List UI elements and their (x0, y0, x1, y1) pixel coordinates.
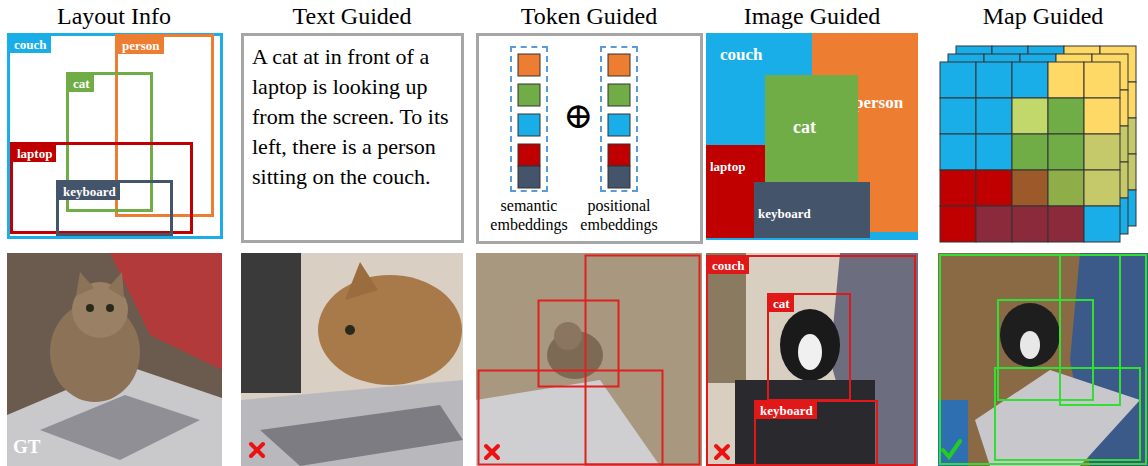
map-guided-photo (938, 253, 1148, 466)
class-label: couch (708, 257, 749, 274)
class-label: cat (69, 75, 94, 92)
cross-mark (251, 444, 728, 458)
bbox: keyboard (56, 180, 173, 236)
embedding-label: semantic embeddings (474, 196, 584, 234)
description-text: A cat at in front of a laptop is looking… (252, 42, 453, 192)
region-fill: keyboard (754, 182, 870, 238)
check-mark (943, 441, 960, 457)
operator-symbol: ⊕ (563, 96, 593, 136)
class-label: cat (793, 117, 816, 138)
embedding-box: positional embeddings (600, 46, 638, 192)
class-label: laptop (710, 159, 745, 175)
image-tag: GT (13, 436, 40, 458)
column-header: Map Guided (983, 0, 1104, 32)
column-header: Text Guided (293, 0, 412, 32)
gt-photo (7, 253, 222, 466)
bbox: cat (767, 293, 851, 401)
column-header: Token Guided (521, 0, 657, 32)
text-box: A cat at in front of a laptop is looking… (241, 33, 464, 243)
bbox: person (115, 34, 214, 217)
feature-map (940, 46, 1136, 242)
class-label: person (854, 93, 903, 113)
bbox: couch (706, 255, 916, 466)
class-label: keyboard (758, 206, 811, 222)
column-header: Image Guided (744, 0, 881, 32)
embedding-box: semantic embeddings (510, 46, 548, 192)
class-label: person (118, 37, 164, 54)
embedding-label: positional embeddings (564, 196, 674, 234)
class-label: keyboard (756, 402, 817, 419)
class-label: laptop (13, 145, 56, 162)
region-fill: cat (765, 75, 858, 185)
embedding-squares (518, 54, 630, 188)
image-guided-photo (706, 253, 918, 466)
class-label: keyboard (59, 183, 120, 200)
token-guided-photo (476, 253, 702, 466)
class-label: couch (10, 36, 51, 53)
bbox: keyboard (754, 400, 878, 466)
text-guided-photo (241, 253, 463, 466)
class-label: couch (720, 45, 763, 65)
class-label: cat (769, 295, 794, 312)
column-header: Layout Info (57, 0, 171, 32)
